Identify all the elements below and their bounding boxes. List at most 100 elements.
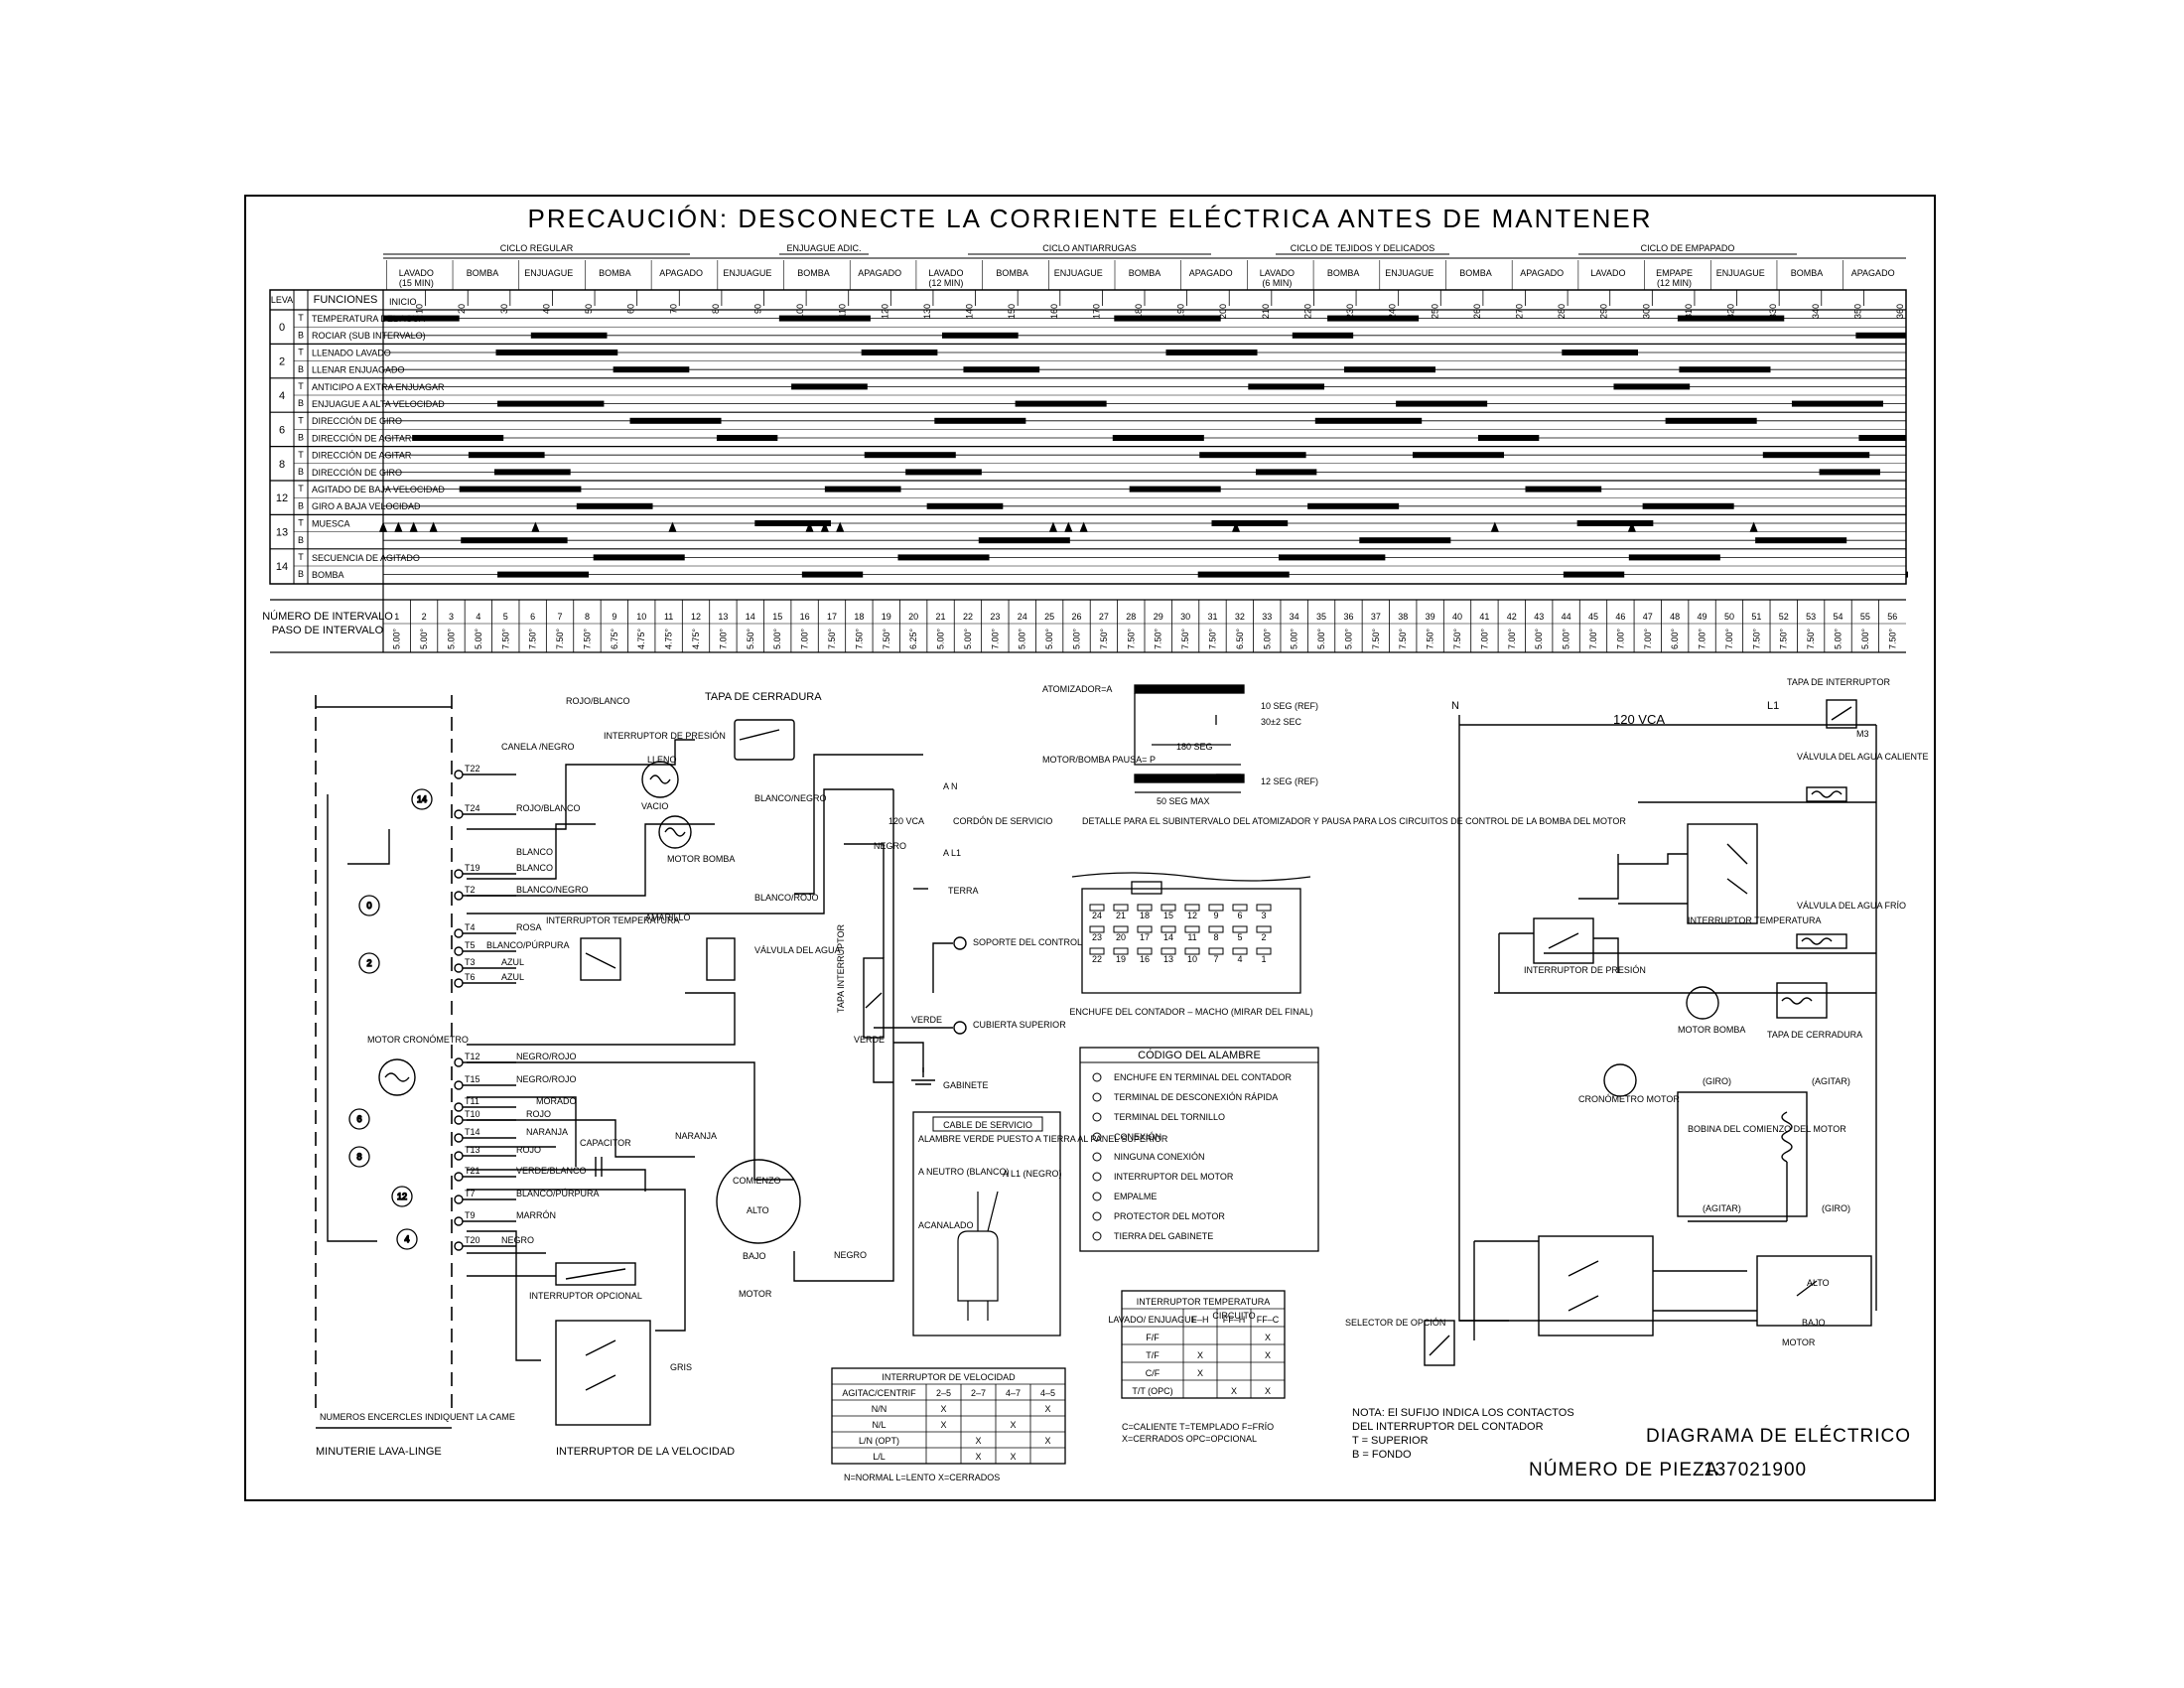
- connector-pin-number: 5: [1237, 932, 1242, 942]
- table-header: F–H: [1191, 1315, 1208, 1325]
- empty-label: VACIO: [641, 801, 668, 811]
- cam-bar: [716, 435, 778, 441]
- cam-function-label: ROCIAR (SUB INTERVALO): [312, 331, 426, 341]
- wire-color-label: ROJO/BLANCO: [566, 696, 630, 706]
- interval-step: 6.75°: [610, 628, 619, 649]
- cam-bar: [1613, 383, 1691, 390]
- atomizer-caption: DETALLE PARA EL SUBINTERVALO DEL ATOMIZA…: [1082, 816, 1626, 826]
- interval-number: 53: [1806, 612, 1816, 622]
- interval-step-label: PASO DE INTERVALO: [272, 625, 384, 636]
- cam-bar: [861, 350, 938, 355]
- cam-bar: [1359, 537, 1451, 544]
- interval-number: 38: [1398, 612, 1408, 622]
- timer-motor-label: MOTOR CRONÓMETRO: [367, 1035, 469, 1045]
- lid-switch-label-right: TAPA DE INTERRUPTOR: [1787, 677, 1891, 687]
- phase-label: APAGADO: [858, 268, 901, 278]
- degree-tick: 100: [795, 304, 805, 319]
- table-cell: X: [1044, 1436, 1050, 1446]
- degree-tick: 90: [753, 304, 763, 314]
- interval-number: 44: [1562, 612, 1571, 622]
- terminal-label: T15: [465, 1074, 480, 1084]
- cam-number: 12: [276, 492, 288, 504]
- cam-bar: [468, 452, 545, 459]
- cam-circle-number: 8: [356, 1152, 361, 1162]
- cam-circle: [348, 1108, 370, 1130]
- wire-color-label: BLANCO/NEGRO: [754, 793, 827, 803]
- phase-sublabel: (6 MIN): [1262, 278, 1292, 288]
- connector-pin: [1137, 925, 1153, 933]
- wire-color-label: ROJO/BLANCO: [516, 803, 581, 813]
- connector-pin: [1232, 925, 1248, 933]
- notch-marker: [531, 521, 540, 532]
- wire-code-symbol: [1092, 1112, 1102, 1122]
- cycle-header: CICLO DE TEJIDOS Y DELICADOS: [1291, 243, 1435, 253]
- start-winding-label: COMIENZO: [733, 1176, 781, 1186]
- wire-color-label: GRIS: [670, 1362, 692, 1372]
- phase-label: ENJUAGUE: [1716, 268, 1765, 278]
- interval-number: 29: [1154, 612, 1163, 622]
- service-cable-note: ALAMBRE VERDE PUESTO A TIERRA AL PANEL S…: [918, 1134, 1168, 1144]
- connector-pin: [1208, 904, 1224, 912]
- interval-step: 5.00°: [1044, 628, 1054, 649]
- phase-label: ENJUAGUE: [1054, 268, 1103, 278]
- cam-circle: [348, 1146, 370, 1168]
- interval-columns: 15.00°25.00°35.00°45.00°57.50°67.50°77.5…: [382, 600, 1906, 652]
- cam-bar: [1525, 486, 1602, 492]
- terminal-label: T20: [465, 1235, 480, 1245]
- interval-number: 49: [1698, 612, 1707, 622]
- interval-number: 16: [800, 612, 810, 622]
- connector-pin: [1089, 947, 1105, 955]
- connector-pin: [1184, 925, 1200, 933]
- degree-tick: 10: [415, 304, 425, 314]
- interval-number: 27: [1099, 612, 1109, 622]
- wire-code-item: NINGUNA CONEXIÓN: [1114, 1152, 1205, 1162]
- wire-color-label: BLANCO/PÚRPURA: [486, 940, 570, 950]
- wire-color-label: BLANCO/NEGRO: [516, 885, 589, 895]
- interval-number-label: NÚMERO DE INTERVALO: [262, 610, 393, 623]
- wire-color-label: NARANJA: [675, 1131, 717, 1141]
- table-cell: X: [1265, 1333, 1271, 1342]
- phase-label: BOMBA: [1791, 268, 1824, 278]
- wire-code-title: CÓDIGO DEL ALAMBRE: [1138, 1049, 1261, 1061]
- cam-bar: [497, 400, 605, 407]
- cam-bar: [978, 537, 1070, 544]
- interval-step: 4.75°: [664, 628, 674, 649]
- wire-code-item: INTERRUPTOR DEL MOTOR: [1114, 1172, 1234, 1182]
- degree-tick: 20: [457, 304, 467, 314]
- phase-label: APAGADO: [1520, 268, 1564, 278]
- interval-step: 6.00°: [1670, 628, 1680, 649]
- interval-number: 8: [585, 612, 590, 622]
- cam-number: 14: [276, 561, 288, 573]
- cam-bar: [1396, 400, 1488, 407]
- interval-step: 5.00°: [772, 628, 782, 649]
- cam-bar: [963, 366, 1040, 373]
- wire-color-label: NEGRO: [834, 1250, 867, 1260]
- interval-step: 5.00°: [1834, 628, 1843, 649]
- wire-color-label: ROJO: [516, 1145, 541, 1155]
- table-cell: L/L: [873, 1452, 886, 1462]
- connector-pin: [1184, 947, 1200, 955]
- cam-function-label: BOMBA: [312, 570, 344, 580]
- interval-number: 46: [1615, 612, 1625, 622]
- spin-label-2: (GIRO): [1822, 1203, 1850, 1213]
- wire-code-symbol: [1092, 1132, 1102, 1142]
- note-line-3: T = SUPERIOR: [1352, 1435, 1429, 1447]
- interval-step: 7.50°: [1806, 628, 1816, 649]
- pressure-switch-label: INTERRUPTOR DE PRESIÓN: [604, 731, 726, 741]
- interval-number: 31: [1207, 612, 1217, 622]
- part-number-label: NÚMERO DE PIEZA: [1529, 1459, 1718, 1480]
- table-cell: N/L: [872, 1420, 886, 1430]
- interval-step: 5.00°: [936, 628, 946, 649]
- table-cell: X: [1265, 1386, 1271, 1396]
- interval-number: 39: [1426, 612, 1435, 622]
- interval-number: 40: [1452, 612, 1462, 622]
- notch-marker: [805, 521, 814, 532]
- degree-tick: 310: [1684, 304, 1694, 319]
- connector-pin-number: 22: [1092, 954, 1102, 964]
- interval-number: 22: [963, 612, 973, 622]
- table-cell: X: [1231, 1386, 1237, 1396]
- notch-marker: [820, 521, 829, 532]
- atomizer-detail: ATOMIZADOR=A 10 SEG (REF) 30±2 SEC 180 S…: [1042, 684, 1626, 826]
- terminal-label: T9: [465, 1210, 476, 1220]
